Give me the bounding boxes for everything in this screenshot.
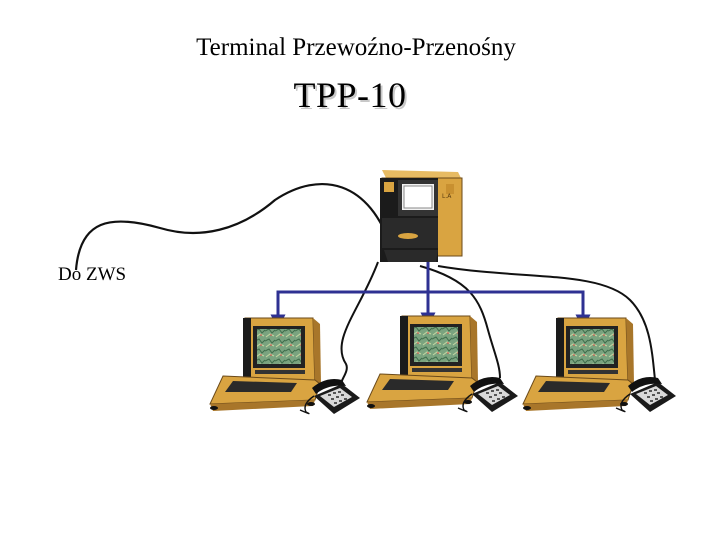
model-title: TPP-10 <box>293 75 407 115</box>
phone-cable-1 <box>340 261 379 387</box>
external-cable <box>74 182 394 271</box>
workstation-3 <box>522 317 635 412</box>
diagram-title: Terminal Przewoźno-Przenośny <box>196 34 516 61</box>
workstation-1 <box>209 317 322 412</box>
main-terminal-unit: L.A <box>380 170 463 262</box>
distribution-bus <box>270 262 591 330</box>
phone-cable-3 <box>437 265 656 381</box>
workstation-2 <box>366 315 479 410</box>
phone-cable-2 <box>419 265 501 379</box>
svg-text:L.A: L.A <box>442 193 452 200</box>
